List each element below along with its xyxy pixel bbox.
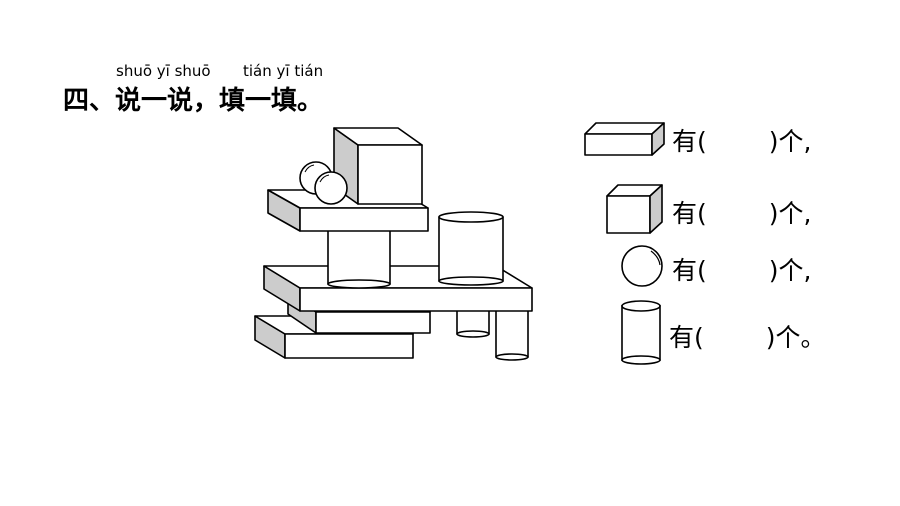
pinyin-shuo: shuō yī shuō bbox=[116, 62, 211, 80]
tall-cylinder bbox=[438, 211, 504, 286]
question-title: 四、说一说，填一填。 bbox=[63, 86, 324, 116]
answer-cylinder: 有( )个。 bbox=[669, 318, 826, 354]
suffix: )个, bbox=[768, 199, 812, 228]
sphere-icon bbox=[621, 245, 663, 287]
row-sphere: 有( )个, bbox=[619, 243, 879, 289]
suffix: )个, bbox=[768, 127, 812, 156]
cube-icon bbox=[606, 184, 663, 234]
sphere-front bbox=[314, 171, 348, 205]
prefix: 有( bbox=[672, 256, 707, 285]
suffix: )个, bbox=[768, 256, 812, 285]
row-cube: 有( )个, bbox=[604, 182, 884, 236]
middle-cylinder bbox=[327, 229, 391, 289]
cylinder-icon bbox=[621, 300, 661, 365]
prefix: 有( bbox=[669, 323, 704, 352]
answer-cube: 有( )个, bbox=[672, 194, 811, 230]
cuboid-icon bbox=[584, 122, 665, 156]
prefix: 有( bbox=[672, 199, 707, 228]
row-cylinder: 有( )个。 bbox=[619, 298, 879, 366]
block-structure-illustration bbox=[254, 127, 533, 361]
top-cube bbox=[333, 127, 423, 205]
answer-sphere: 有( )个, bbox=[672, 251, 811, 287]
prefix: 有( bbox=[672, 127, 707, 156]
answer-cuboid: 有( )个, bbox=[672, 122, 811, 158]
pinyin-tian: tián yī tián bbox=[243, 62, 324, 80]
suffix: )个。 bbox=[765, 323, 826, 352]
row-cuboid: 有( )个, bbox=[582, 120, 882, 160]
